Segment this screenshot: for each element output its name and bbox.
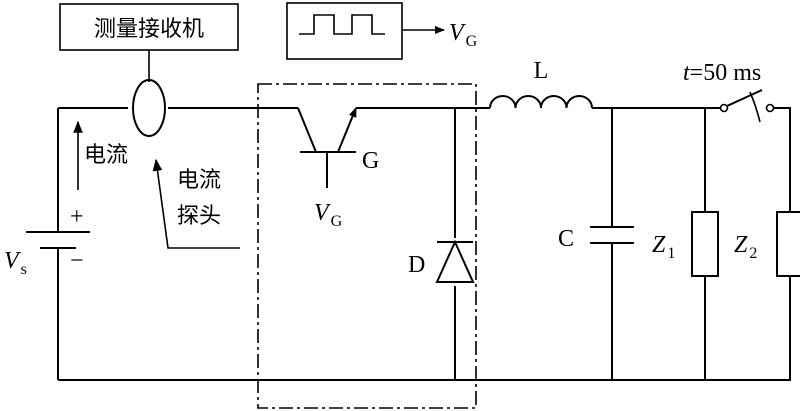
capacitor-label: C — [558, 226, 574, 252]
current-probe — [132, 79, 166, 137]
probe-label-line-2: 探头 — [177, 204, 221, 229]
pulse-generator — [286, 2, 403, 60]
inductor: L — [489, 58, 593, 109]
current-label: 电流 — [84, 143, 128, 168]
timed-switch: t=50 ms — [683, 60, 775, 123]
measurement-receiver: 测量接收机 — [59, 3, 239, 51]
gate-label: G — [362, 148, 379, 174]
receiver-label: 测量接收机 — [94, 17, 204, 42]
battery-plus: + — [70, 204, 84, 230]
probe-pointer-arrow — [152, 158, 240, 249]
circuit-wires — [57, 107, 791, 381]
capacitor: C — [558, 226, 634, 252]
switching-module-boundary — [257, 83, 477, 409]
diode: D — [408, 239, 475, 283]
battery-minus: − — [70, 248, 84, 274]
switch-timing-label: t=50 ms — [683, 60, 761, 86]
diode-label: D — [408, 252, 425, 278]
square-wave-icon — [299, 14, 385, 35]
probe-label-line-1: 电流 — [177, 168, 221, 193]
inductor-label: L — [534, 58, 549, 84]
